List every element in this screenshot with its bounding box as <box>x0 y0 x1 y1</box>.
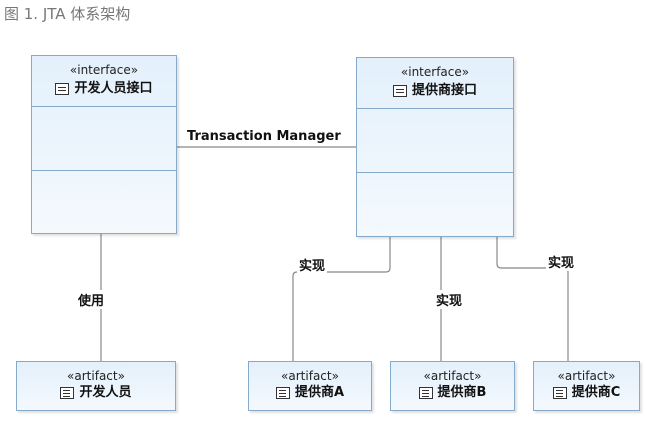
developer-artifact-box[interactable]: «artifact» 开发人员 <box>16 361 176 411</box>
artifact-icon <box>418 386 433 399</box>
artifact-icon <box>552 386 567 399</box>
developer-interface-name: 开发人员接口 <box>74 81 153 96</box>
figure-title: 图 1. JTA 体系架构 <box>4 5 131 23</box>
stereotype-label: «artifact» <box>281 369 339 383</box>
implement-a-label: 实现 <box>297 255 328 274</box>
artifact-icon <box>60 386 75 399</box>
provider-a-artifact-name: 提供商A <box>294 385 345 400</box>
provider-c-artifact-name: 提供商C <box>571 385 621 400</box>
developer-artifact-name: 开发人员 <box>79 385 132 400</box>
stereotype-label: «artifact» <box>67 369 125 383</box>
section-divider <box>357 108 513 109</box>
transaction-manager-label: Transaction Manager <box>185 129 343 144</box>
stereotype-label: «artifact» <box>423 369 482 383</box>
use-label: 使用 <box>76 290 107 309</box>
provider-b-artifact-name: 提供商B <box>437 385 487 400</box>
section-divider <box>32 106 176 107</box>
provider-a-artifact-box[interactable]: «artifact» 提供商A <box>248 361 372 411</box>
stereotype-label: «interface» <box>400 65 470 79</box>
section-divider <box>32 170 176 171</box>
implement-c-label: 实现 <box>546 252 577 271</box>
section-divider <box>357 172 513 173</box>
connector-implement-a <box>292 236 391 361</box>
provider-c-artifact-box[interactable]: «artifact» 提供商C <box>533 361 640 411</box>
stereotype-label: «interface» <box>69 63 139 77</box>
provider-interface-name: 提供商接口 <box>411 83 477 98</box>
interface-icon <box>392 84 407 97</box>
stereotype-label: «artifact» <box>557 369 616 383</box>
implement-b-label: 实现 <box>434 290 465 309</box>
artifact-icon <box>275 386 290 399</box>
developer-interface-box[interactable]: «interface» 开发人员接口 <box>31 55 177 234</box>
interface-icon <box>55 82 70 95</box>
provider-b-artifact-box[interactable]: «artifact» 提供商B <box>390 361 515 411</box>
provider-interface-box[interactable]: «interface» 提供商接口 <box>356 57 514 237</box>
